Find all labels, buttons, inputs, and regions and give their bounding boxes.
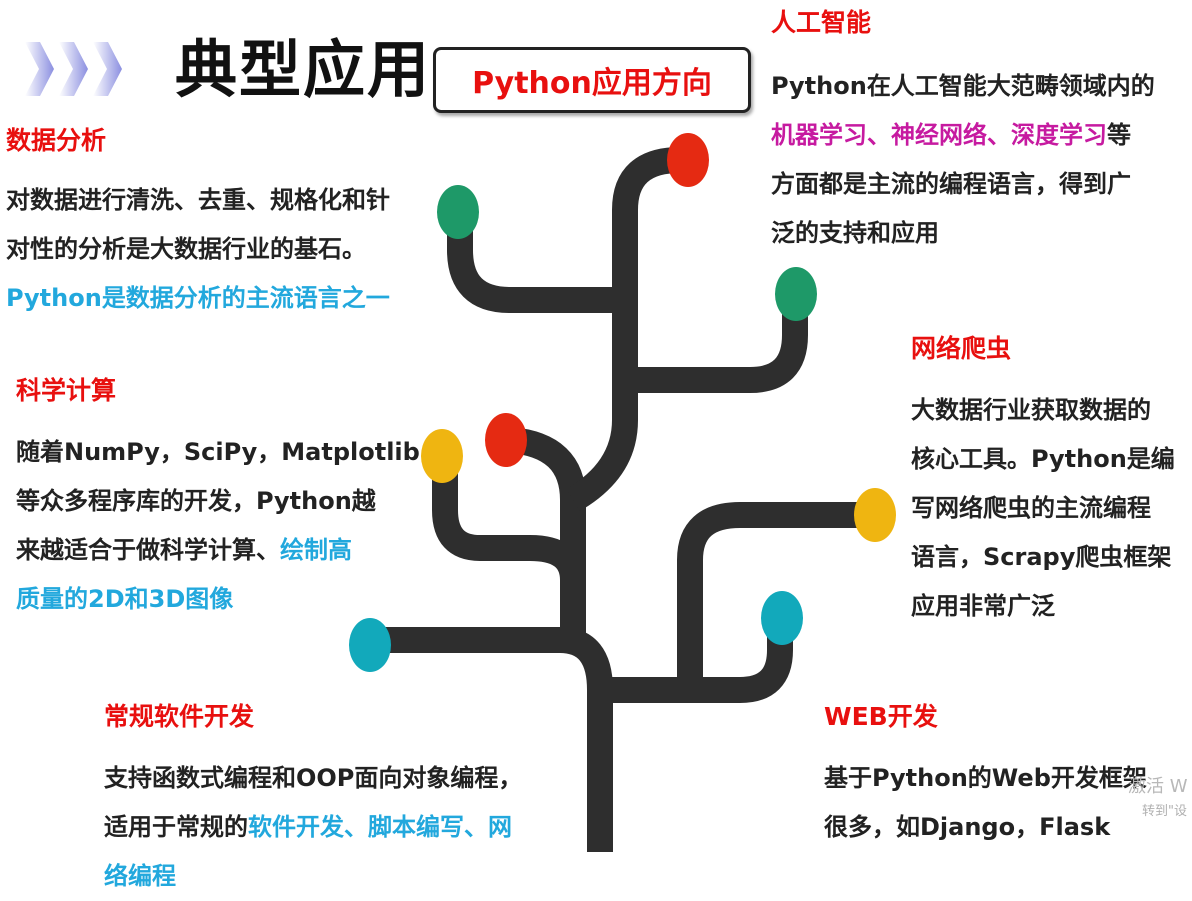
node-yellow-left [421,429,463,483]
node-red-top [667,133,709,187]
text-line: 很多，如Django，Flask [824,813,1111,841]
text-line-highlight: 质量的2D和3D图像 [16,585,234,613]
node-yellow-right [854,488,896,542]
text-line-highlight: Python是数据分析的主流语言之一 [6,284,390,312]
section-heading-crawler: 网络爬虫 [911,334,1012,363]
chevron-right-icon [25,42,54,96]
text-highlight: 机器学习、神经网络、深度学习 [771,121,1107,149]
tree-trunk [385,627,613,852]
text-line: 应用非常广泛 [911,592,1055,620]
node-green-right [775,267,817,321]
text-line: 来越适合于做科学计算、绘制高 [16,526,420,575]
text-segment: 来越适合于做科学计算、 [16,536,280,564]
section-heading-software: 常规软件开发 [104,702,255,731]
section-body-data-analysis: 对数据进行清洗、去重、规格化和针 对性的分析是大数据行业的基石。 Python是… [6,176,390,323]
text-segment: 适用于常规的 [104,813,248,841]
section-heading-web: WEB开发 [824,702,938,731]
branch-green-left [447,215,625,313]
section-body-scientific: 随着NumPy，SciPy，Matplotlib 等众多程序库的开发，Pytho… [16,428,420,624]
node-cyan-right [761,591,803,645]
text-line: 语言，Scrapy爬虫框架 [911,543,1172,571]
text-line: 大数据行业获取数据的 [911,396,1151,424]
activation-watermark: 激活 W [1128,776,1188,797]
branch-green-right [625,300,808,393]
text-line: 核心工具。Python是编 [911,445,1175,473]
branch-yellow-left [432,470,586,640]
node-cyan-left [349,618,391,672]
text-line: 适用于常规的软件开发、脚本编写、网 [104,803,522,852]
text-line: 支持函数式编程和OOP面向对象编程， [104,764,523,792]
text-line: 对数据进行清洗、去重、规格化和针 [6,186,390,214]
chevron-right-icon [59,42,88,96]
text-segment: 等 [1107,121,1131,149]
subtitle-text: Python应用方向 [472,66,712,101]
text-line: 等众多程序库的开发，Python越 [16,487,376,515]
text-line: Python在人工智能大范畴领域内的 [771,72,1155,100]
text-line: 写网络爬虫的主流编程 [911,494,1151,522]
text-line: 基于Python的Web开发框架 [824,764,1147,792]
section-body-web: 基于Python的Web开发框架 很多，如Django，Flask [824,754,1147,852]
section-heading-ai: 人工智能 [771,8,872,37]
text-line: 机器学习、神经网络、深度学习等 [771,111,1155,160]
page-title: 典型应用 [175,33,432,106]
node-red-mid [485,413,527,467]
text-line-highlight: 络编程 [104,862,176,890]
section-body-software: 支持函数式编程和OOP面向对象编程， 适用于常规的软件开发、脚本编写、网 络编程 [104,754,522,901]
chevron-arrows [25,42,122,96]
branch-yellow-right [677,502,865,690]
section-body-crawler: 大数据行业获取数据的 核心工具。Python是编 写网络爬虫的主流编程 语言，S… [911,386,1175,631]
section-body-ai: Python在人工智能大范畴领域内的 机器学习、神经网络、深度学习等 方面都是主… [771,62,1155,258]
branch-cyan-right [600,620,793,703]
text-line: 泛的支持和应用 [771,219,939,247]
section-heading-data-analysis: 数据分析 [6,126,107,155]
text-line: 对性的分析是大数据行业的基石。 [6,235,366,263]
section-heading-scientific: 科学计算 [16,376,117,405]
text-line: 方面都是主流的编程语言，得到广 [771,170,1131,198]
tree-stem [566,147,681,512]
text-line: 随着NumPy，SciPy，Matplotlib [16,438,420,466]
activation-watermark-sub: 转到"设 [1142,804,1187,819]
node-green-left [437,185,479,239]
chevron-right-icon [93,42,122,96]
text-highlight: 软件开发、脚本编写、网 [248,813,512,841]
text-highlight: 绘制高 [280,536,352,564]
subtitle-box: Python应用方向 [433,47,751,113]
